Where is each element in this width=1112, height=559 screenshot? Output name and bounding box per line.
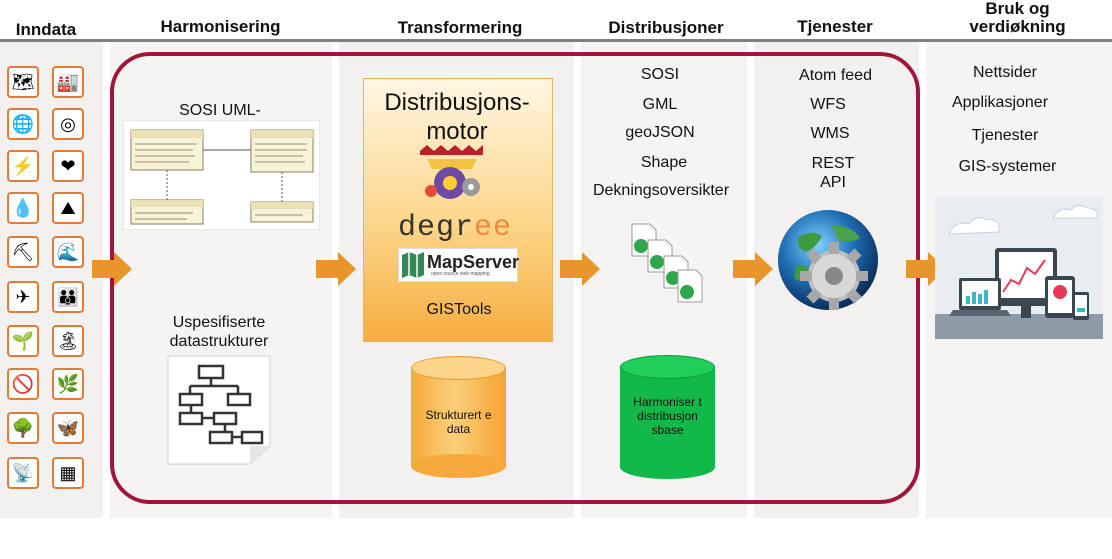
mapserver-logo: MapServer open source web mapping bbox=[398, 248, 520, 282]
arrow-1-icon bbox=[92, 252, 132, 286]
power-tower-icon: ⚡ bbox=[7, 150, 39, 182]
structured-db-label: Strukturert e data bbox=[425, 408, 492, 436]
restricted-area-icon: 🚫 bbox=[7, 368, 39, 400]
health-heart-icon: ❤ bbox=[52, 150, 84, 182]
deegree-logo: degree bbox=[398, 211, 512, 245]
devices-illustration-icon bbox=[935, 196, 1103, 339]
service-atom-feed: Atom feed bbox=[799, 67, 872, 84]
header-inndata: Inndata bbox=[15, 20, 77, 39]
dist-item-gml: GML bbox=[642, 96, 678, 113]
engine-title: Distribusjons-motor bbox=[384, 89, 530, 145]
uml-diagram-icon bbox=[123, 120, 320, 230]
service-rest-api: REST API bbox=[811, 155, 855, 191]
data-structure-document-icon bbox=[167, 355, 271, 465]
distribution-engine-box bbox=[363, 78, 553, 342]
usage-websites: Nettsider bbox=[972, 64, 1038, 81]
mapserver-text: MapServer bbox=[427, 252, 520, 272]
factory-icon: 🏭 bbox=[52, 66, 84, 98]
harmonized-db-bottom bbox=[620, 455, 715, 479]
usage-gis-systems: GIS-systemer bbox=[958, 158, 1057, 175]
soil-icon: ⛰ bbox=[52, 192, 84, 224]
deegree-logo-part-b: ee bbox=[474, 211, 513, 245]
header-harmonisering: Harmonisering bbox=[160, 17, 281, 36]
arrow-2-icon bbox=[316, 252, 356, 286]
usage-services: Tjenester bbox=[971, 127, 1039, 144]
dist-item-geojson: geoJSON bbox=[625, 124, 695, 141]
globe-grid-icon: 🌐 bbox=[7, 108, 39, 140]
harmonized-db-top bbox=[620, 355, 715, 379]
structured-db-top bbox=[411, 356, 506, 380]
engine-gear-logo-icon bbox=[420, 145, 483, 199]
dist-item-sosi: SOSI bbox=[640, 66, 680, 83]
mining-pick-icon: ⛏ bbox=[7, 236, 39, 268]
usage-applications: Applikasjoner bbox=[951, 94, 1049, 111]
species-icon: 🦋 bbox=[52, 412, 84, 444]
structured-data-database: Strukturert e data bbox=[411, 356, 506, 478]
header-distribusjoner: Distribusjoner bbox=[608, 18, 724, 37]
unspecified-structures-label: Uspesifiserte datastrukturer bbox=[169, 314, 269, 350]
mapserver-tagline: open source web mapping bbox=[431, 271, 490, 277]
harmonized-db-label: Harmoniser t distribusjon sbase bbox=[633, 395, 702, 437]
gistools-label: GISTools bbox=[426, 301, 492, 318]
wave-icon: 🌊 bbox=[52, 236, 84, 268]
dist-item-shape: Shape bbox=[640, 154, 688, 171]
arrow-3-icon bbox=[560, 252, 600, 286]
header-rule bbox=[0, 39, 1112, 42]
coastline-icon: 🏝 bbox=[52, 325, 84, 357]
contour-icon: ◎ bbox=[52, 108, 84, 140]
statistics-grid-icon: ▦ bbox=[52, 457, 84, 489]
water-drop-icon: 💧 bbox=[7, 192, 39, 224]
service-wfs: WFS bbox=[810, 96, 846, 113]
arrow-4-icon bbox=[733, 252, 773, 286]
plant-growth-icon: 🌿 bbox=[52, 368, 84, 400]
deegree-logo-part-a: degr bbox=[398, 211, 475, 245]
header-bruk: Bruk og verdiøkning bbox=[969, 0, 1066, 36]
harmonized-distribution-database: Harmoniser t distribusjon sbase bbox=[620, 355, 715, 479]
structured-db-body bbox=[411, 368, 506, 466]
transport-icon: ✈ bbox=[7, 281, 39, 313]
structured-db-bottom bbox=[411, 454, 506, 478]
harmonized-db-body bbox=[620, 367, 715, 467]
dist-item-coverage: Dekningsoversikter bbox=[592, 182, 730, 199]
monitoring-icon: 📡 bbox=[7, 457, 39, 489]
agriculture-icon: 🌱 bbox=[7, 325, 39, 357]
header-transformering: Transformering bbox=[397, 18, 523, 37]
documents-stack-icon bbox=[631, 223, 703, 303]
header-tjenester: Tjenester bbox=[797, 17, 873, 36]
land-cover-icon: 🌳 bbox=[7, 412, 39, 444]
europe-map-icon: 🗺 bbox=[7, 66, 39, 98]
globe-gear-icon bbox=[778, 210, 878, 310]
service-wms: WMS bbox=[810, 125, 850, 142]
mapserver-map-icon bbox=[402, 252, 424, 278]
population-icon: 👪 bbox=[52, 281, 84, 313]
